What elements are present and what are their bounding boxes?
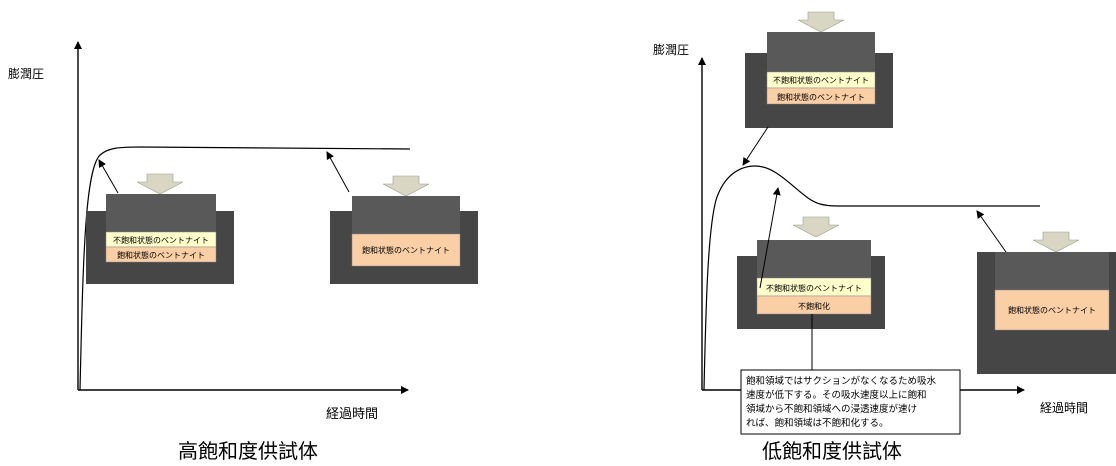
sat-layer xyxy=(105,246,217,263)
piston-block xyxy=(757,240,871,278)
unsat-layer-label: 不飽和状態のベントナイト xyxy=(773,75,869,85)
piston-block xyxy=(352,196,460,234)
sat-layer xyxy=(766,87,876,105)
piston-block xyxy=(106,194,216,232)
pointer-arrow xyxy=(742,126,769,166)
load-arrow-icon xyxy=(797,11,845,33)
right-y-label: 膨潤圧 xyxy=(653,43,689,57)
left-x-label: 経過時間 xyxy=(326,407,378,422)
left-caption: 高飽和度供試体 xyxy=(178,439,318,463)
left-y-label: 膨潤圧 xyxy=(8,67,44,81)
unsat-layer-label: 不飽和状態のベントナイト xyxy=(766,283,862,293)
right-panel: 膨潤圧 経過時間 不飽和状態のベントナイト 飽和状態のベントナイト 不飽和状態の… xyxy=(653,11,1116,463)
right-specimen-top: 不飽和状態のベントナイト 飽和状態のベントナイト xyxy=(745,11,893,128)
load-arrow-icon xyxy=(136,173,184,195)
right-pressure-curve xyxy=(703,165,1040,391)
note-box xyxy=(740,369,961,435)
pointer-arrow xyxy=(98,159,119,194)
desat-layer xyxy=(756,295,872,315)
note-callout: 飽和領域ではサクションがなくなるため吸水 速度が低下する。その吸水速度以上に飽和… xyxy=(740,369,961,435)
left-pressure-curve xyxy=(79,146,411,391)
note-line-1: 飽和領域ではサクションがなくなるため吸水 xyxy=(746,375,937,387)
right-specimen-mid: 不飽和状態のベントナイト 不飽和化 xyxy=(737,216,885,329)
load-arrow-icon xyxy=(1032,231,1080,253)
right-specimen-sat: 飽和状態のベントナイト xyxy=(977,231,1116,374)
sat-layer-label: 飽和状態のベントナイト xyxy=(777,92,865,102)
piston-block xyxy=(995,252,1109,290)
sat-layer-label: 飽和状態のベントナイト xyxy=(117,250,205,260)
sat-layer-label: 飽和状態のベントナイト xyxy=(1008,305,1096,315)
pointer-arrow xyxy=(759,187,781,289)
note-line-4: れば、飽和領域は不飽和化する。 xyxy=(746,417,889,429)
sat-layer xyxy=(351,233,461,267)
pointer-arrow xyxy=(326,151,350,193)
left-specimen-unsat: 不飽和状態のベントナイト 飽和状態のベントナイト xyxy=(86,173,234,284)
sat-layer xyxy=(994,289,1110,331)
left-panel: 膨潤圧 経過時間 不飽和状態のベントナイト 飽和状態のベントナイト 飽和状態のベ… xyxy=(8,41,478,463)
sat-layer-label: 飽和状態のベントナイト xyxy=(362,245,450,255)
right-x-label: 経過時間 xyxy=(1040,401,1088,415)
pointer-arrow xyxy=(976,210,1007,253)
left-specimen-sat: 飽和状態のベントナイト xyxy=(330,175,478,284)
right-caption: 低飽和度供試体 xyxy=(762,439,902,463)
note-line-3: 領域から不飽和領域への浸透速度が速け xyxy=(746,403,917,415)
load-arrow-icon xyxy=(382,175,430,197)
piston-block xyxy=(767,32,875,72)
note-line-2: 速度が低下する。その吸水速度以上に飽和 xyxy=(746,389,927,401)
unsat-layer-label: 不飽和状態のベントナイト xyxy=(113,235,209,245)
load-arrow-icon xyxy=(792,216,840,238)
desat-layer-label: 不飽和化 xyxy=(798,301,830,311)
